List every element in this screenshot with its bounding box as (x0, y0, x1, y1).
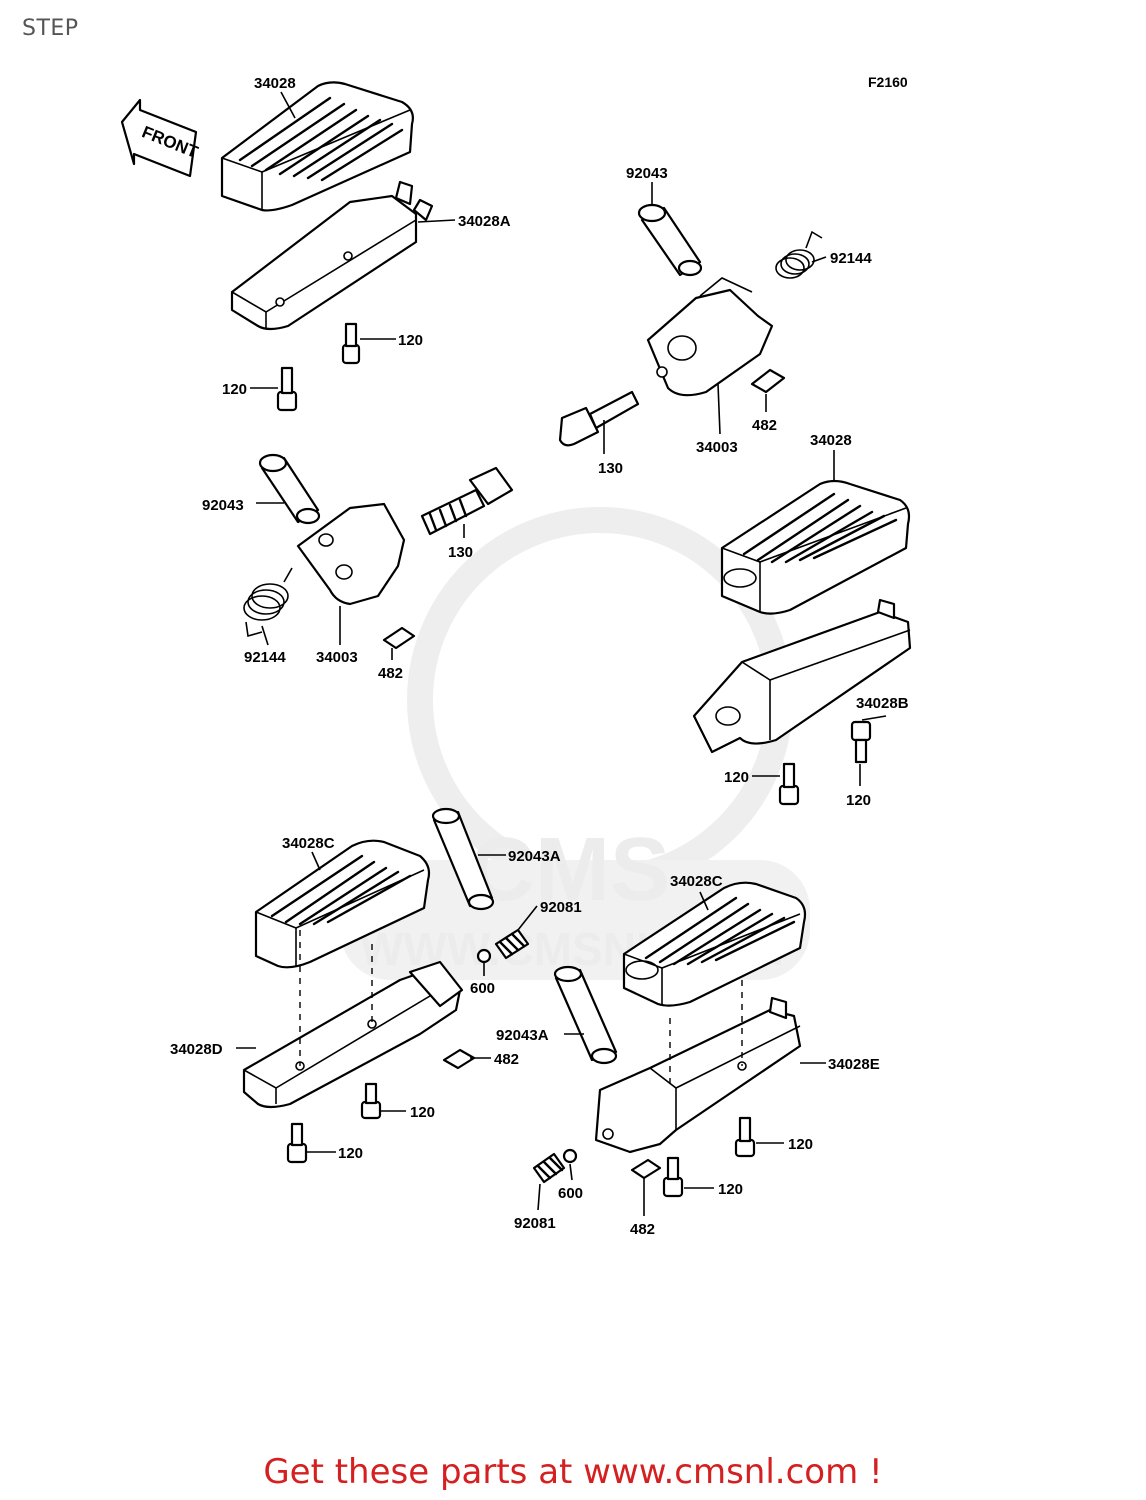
rubber-pad-34028c-right (622, 881, 807, 1007)
callout-600-left: 600 (470, 980, 495, 997)
callout-34028a: 34028A (458, 213, 511, 230)
page-title: STEP (22, 16, 79, 41)
leader-lines (236, 91, 887, 1216)
circlip-482-c (442, 1048, 476, 1070)
callout-34028d: 34028D (170, 1041, 223, 1058)
bolt-120-g (734, 1116, 756, 1158)
callout-92043a-right: 92043A (496, 1027, 549, 1044)
callout-34028c-left: 34028C (282, 835, 335, 852)
callout-482-c: 482 (494, 1051, 519, 1068)
spring-92081-right (532, 1152, 566, 1184)
pin-92043-a (637, 203, 703, 277)
front-arrow-icon: FRONT (120, 98, 201, 178)
callout-120-d: 120 (846, 792, 871, 809)
callout-92043-a: 92043 (626, 165, 668, 182)
bolt-120-a (341, 322, 361, 365)
bolt-120-f (286, 1122, 308, 1164)
callout-120-c: 120 (724, 769, 749, 786)
callout-92081-left: 92081 (540, 899, 582, 916)
callout-482-d: 482 (630, 1221, 655, 1238)
callout-92144-b: 92144 (244, 649, 286, 666)
pin-92043a-right (553, 965, 618, 1065)
spring-92144-b (243, 567, 293, 638)
callout-130-a: 130 (598, 460, 623, 477)
footpeg-bracket-34028e (594, 996, 802, 1154)
bolt-120-d (850, 720, 872, 764)
footpeg-bracket-34028a (230, 180, 434, 331)
bolt-120-c (778, 762, 800, 806)
callout-482-a: 482 (752, 417, 777, 434)
callout-92081-right: 92081 (514, 1215, 556, 1232)
callout-92043-b: 92043 (202, 497, 244, 514)
figure-code: F2160 (868, 74, 908, 90)
callout-92144-a: 92144 (830, 250, 872, 267)
footpeg-bracket-34028b (692, 598, 912, 754)
callout-34028c-right: 34028C (670, 873, 723, 890)
bolt-120-b (276, 366, 298, 412)
bolt-130-b (420, 466, 514, 536)
circlip-482-b (382, 626, 416, 650)
callout-130-b: 130 (448, 544, 473, 561)
bracket-34003-b (296, 502, 406, 606)
footer-link[interactable]: Get these parts at www.cmsnl.com ! (263, 1452, 883, 1492)
rubber-pad-34028-mid (720, 479, 911, 615)
bolt-130-a (558, 390, 640, 447)
spring-92081-left (494, 928, 530, 960)
pin-92043-b (258, 453, 321, 525)
callout-34028-mid: 34028 (810, 432, 852, 449)
callout-120-h: 120 (718, 1181, 743, 1198)
callout-120-f: 120 (338, 1145, 363, 1162)
pin-92043a-left (431, 807, 495, 911)
callout-34028b: 34028B (856, 695, 909, 712)
callout-600-right: 600 (558, 1185, 583, 1202)
rubber-pad-34028c-left (254, 839, 431, 969)
spring-92144-a (775, 230, 823, 279)
circlip-482-d (630, 1158, 662, 1180)
callout-34003-b: 34003 (316, 649, 358, 666)
circlip-482-a (750, 368, 786, 394)
bracket-34003-a (646, 277, 774, 397)
footpeg-bracket-34028d (242, 960, 464, 1109)
callout-120-b: 120 (222, 381, 247, 398)
callout-120-e: 120 (410, 1104, 435, 1121)
rubber-pad-34028-top (220, 81, 414, 212)
bolt-120-h (662, 1156, 684, 1198)
parts-diagram: CMS WWW.CMSNL.COM F2160 FRONT (120, 74, 912, 1238)
ball-600-right (562, 1148, 578, 1164)
callout-92043a-left: 92043A (508, 848, 561, 865)
watermark-brand: CMS (470, 820, 670, 920)
callout-120-a: 120 (398, 332, 423, 349)
callout-482-b: 482 (378, 665, 403, 682)
ball-600-left (476, 948, 492, 964)
bolt-120-e (360, 1082, 382, 1120)
callout-34028e: 34028E (828, 1056, 880, 1073)
callout-120-g: 120 (788, 1136, 813, 1153)
callout-34028-top: 34028 (254, 75, 296, 92)
callout-34003-a: 34003 (696, 439, 738, 456)
